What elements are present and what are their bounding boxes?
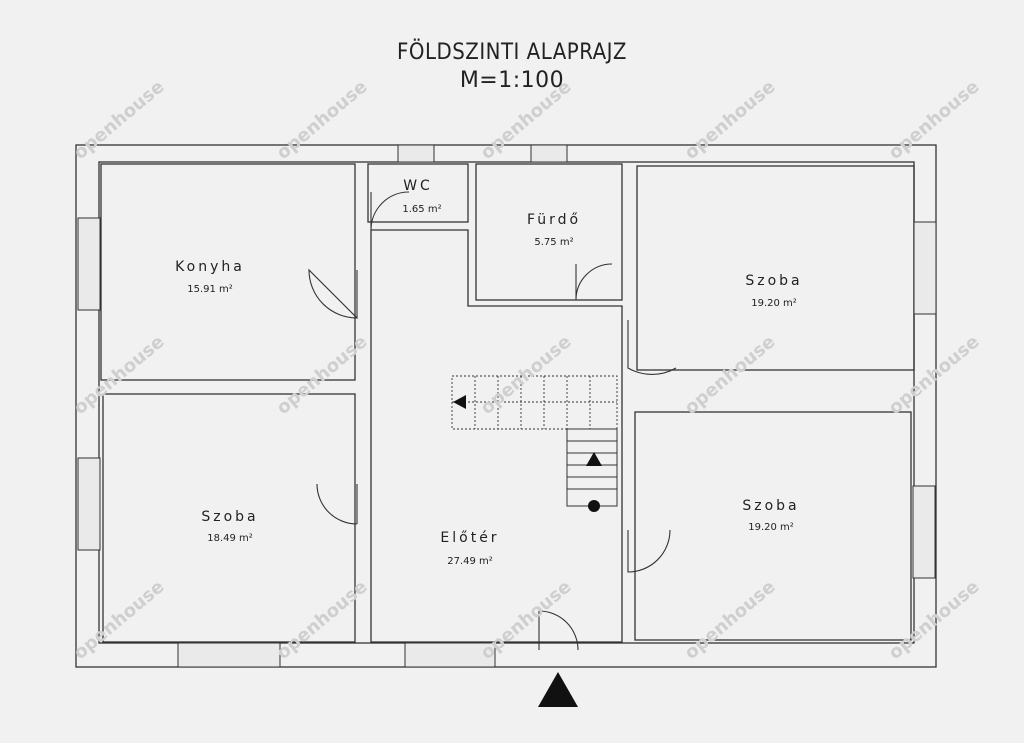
staircase (451, 375, 618, 430)
watermark-12: openhouse (273, 576, 372, 664)
szoba-east-bottom-room (634, 411, 912, 641)
watermark-13: openhouse (477, 576, 576, 664)
watermark-11: openhouse (70, 576, 169, 664)
szoba-west-room (102, 393, 356, 643)
watermark-5: openhouse (885, 76, 984, 164)
eloter-area: 27.49 m² (447, 556, 493, 567)
szoba-east-top-room (636, 165, 915, 371)
eloter-walls (370, 229, 623, 643)
watermark-15: openhouse (885, 576, 984, 664)
watermark-1: openhouse (70, 76, 169, 164)
stair-lower-run (566, 428, 618, 507)
stair-start-dot (588, 500, 600, 512)
konyha-room (100, 163, 356, 381)
szoba-east-top-area: 19.20 m² (751, 298, 797, 309)
szoba-east-bottom-name: Szoba (742, 498, 799, 514)
watermark-14: openhouse (681, 576, 780, 664)
plan-title: FÖLDSZINTI ALAPRAJZ (396, 40, 627, 65)
eloter-name: Előtér (440, 530, 499, 546)
doors (308, 191, 677, 651)
entrance-arrow (538, 672, 578, 707)
watermark-8: openhouse (477, 331, 576, 419)
watermark-2: openhouse (273, 76, 372, 164)
outer-walls (75, 144, 937, 668)
stair-up-arrow (586, 452, 602, 466)
watermark-10: openhouse (885, 331, 984, 419)
szoba-west-name: Szoba (201, 509, 258, 525)
watermark-6: openhouse (70, 331, 169, 419)
stair-direction-arrow (453, 395, 466, 409)
watermark-7: openhouse (273, 331, 372, 419)
windows (77, 144, 937, 668)
szoba-west-area: 18.49 m² (207, 533, 253, 544)
szoba-east-bottom-area: 19.20 m² (748, 522, 794, 533)
furdo-room (475, 163, 623, 301)
plan-scale: M=1:100 (459, 68, 565, 93)
konyha-name: Konyha (175, 259, 245, 275)
furdo-area: 5.75 m² (534, 237, 573, 248)
furdo-name: Fürdő (527, 212, 581, 228)
wc-name: WC (403, 178, 433, 194)
wc-area: 1.65 m² (402, 204, 441, 215)
konyha-area: 15.91 m² (187, 284, 233, 295)
watermark-9: openhouse (681, 331, 780, 419)
wc-room (367, 163, 469, 223)
szoba-east-top-name: Szoba (745, 273, 802, 289)
watermark-4: openhouse (681, 76, 780, 164)
